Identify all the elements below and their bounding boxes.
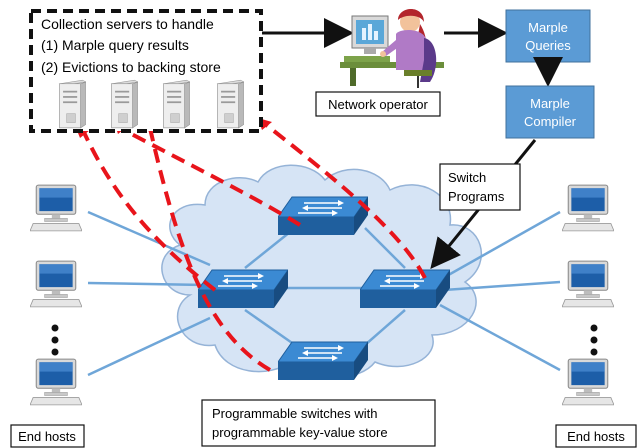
marple-queries-box (505, 9, 591, 63)
switches-label-line-1: Programmable switches with (212, 406, 377, 421)
collection-line-3: (2) Evictions to backing store (41, 59, 221, 75)
switches-label-box (201, 399, 436, 447)
collection-line-1: Collection servers to handle (41, 16, 214, 32)
marple-compiler-box (505, 85, 595, 139)
server-icon (59, 79, 86, 129)
switch-programs-line-2: Programs (448, 189, 505, 204)
network-operator-box (315, 91, 441, 117)
end-hosts-right-box (555, 424, 637, 448)
server-icon (111, 79, 138, 129)
switch-icon (278, 196, 368, 236)
marple-compiler-line-1: Marple (530, 96, 570, 111)
cloud-icon (161, 164, 483, 379)
server-icon (163, 79, 190, 129)
switches-label-line-2: programmable key-value store (212, 425, 388, 440)
monitor-icon (562, 358, 614, 406)
marple-compiler-line-2: Compiler (524, 114, 577, 129)
network-operator-label: Network operator (328, 97, 428, 112)
monitor-icon (562, 260, 614, 308)
monitor-icon (30, 358, 82, 406)
ellipsis-dot (51, 348, 59, 356)
switch-links (244, 227, 406, 347)
end-hosts-right-label: End hosts (567, 429, 625, 444)
switch-icon (360, 269, 450, 309)
server-icon (217, 79, 244, 129)
host-links (87, 210, 561, 377)
ellipsis-dot (590, 324, 598, 332)
monitor-icon (30, 184, 82, 232)
ellipsis-dot (590, 336, 598, 344)
ellipsis-dot (590, 348, 598, 356)
switch-programs-box (439, 163, 521, 211)
end-hosts-left-label: End hosts (18, 429, 76, 444)
marple-queries-line-2: Queries (525, 38, 571, 53)
ellipsis-dot (51, 324, 59, 332)
switch-programs-line-1: Switch (448, 170, 486, 185)
switch-icon (278, 341, 368, 381)
end-hosts-left-box (10, 424, 85, 448)
monitor-icon (30, 260, 82, 308)
marple-queries-line-1: Marple (528, 20, 568, 35)
ellipsis-dot (51, 336, 59, 344)
operator-icon (340, 9, 444, 88)
monitor-icon (562, 184, 614, 232)
collection-line-2: (1) Marple query results (41, 37, 189, 53)
